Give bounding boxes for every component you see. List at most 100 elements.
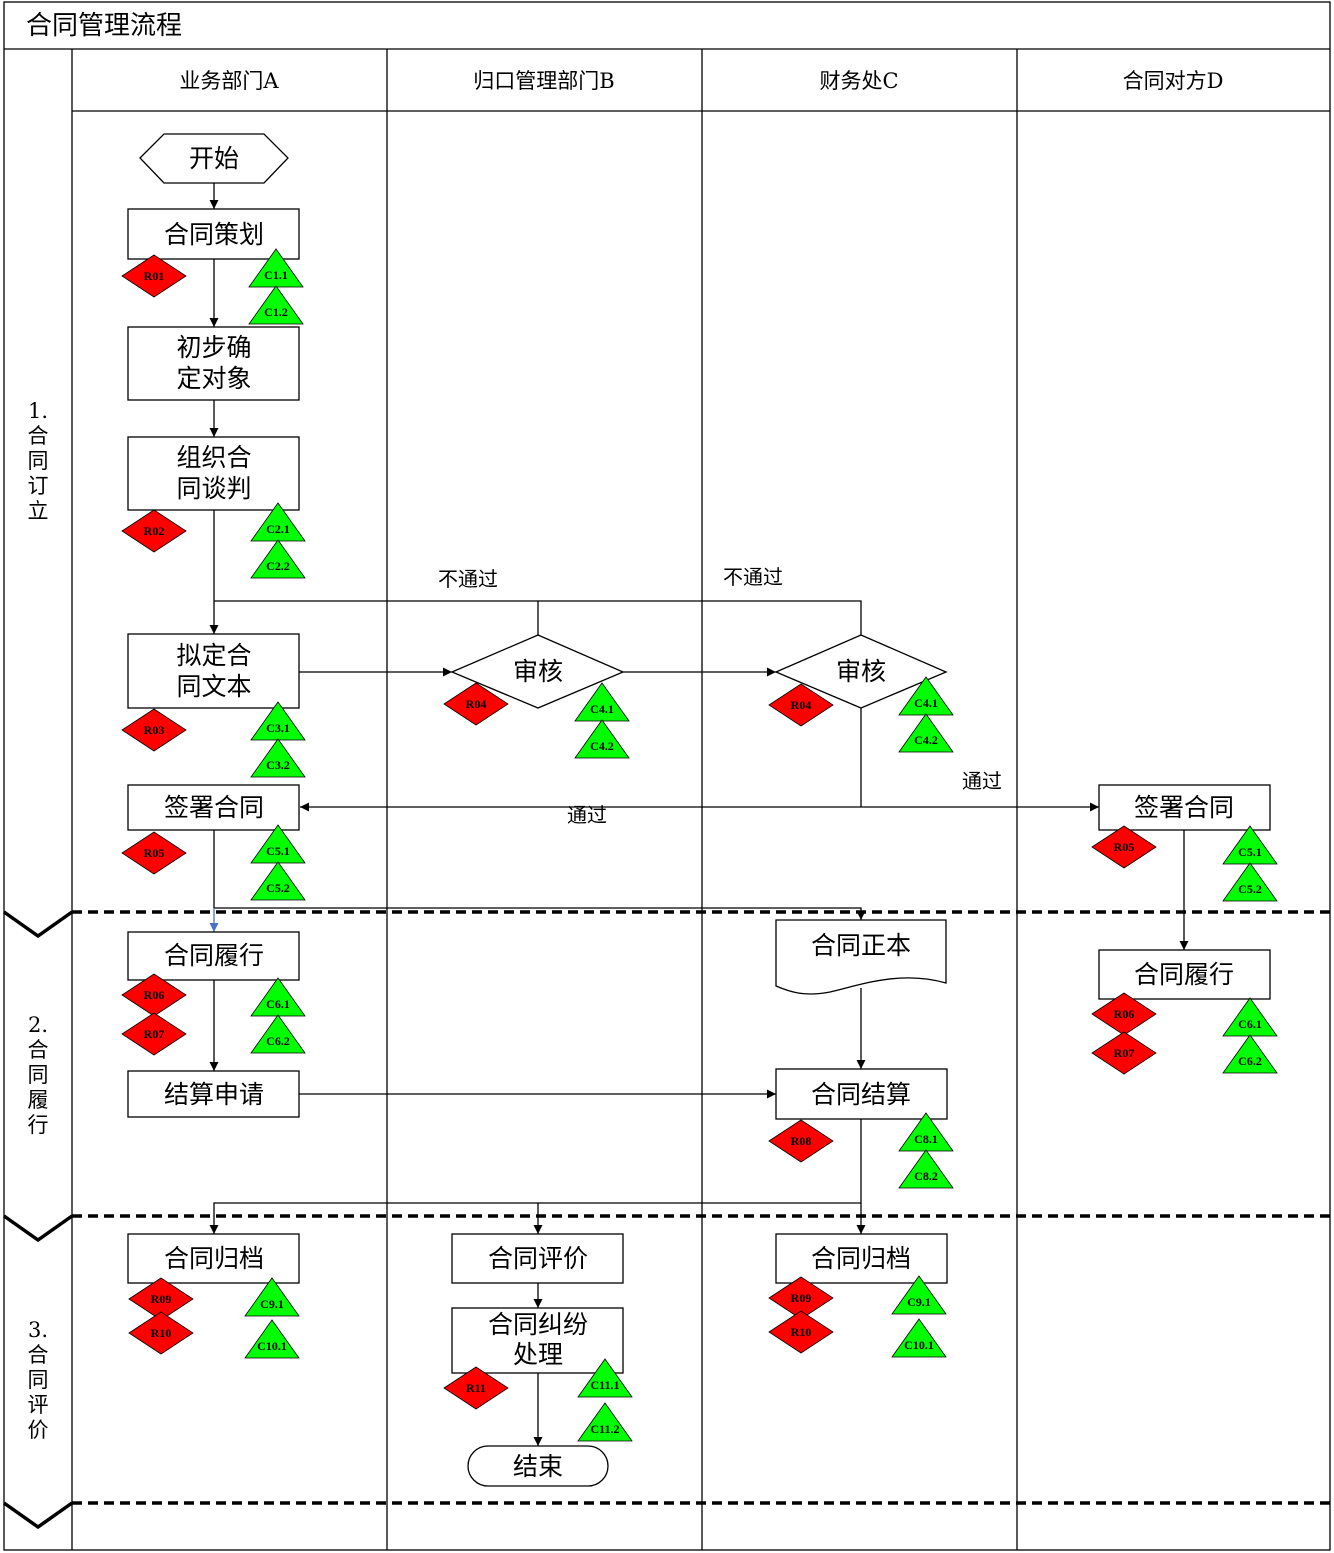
risk-marker-r-a-plan: R01 [121,254,187,298]
risk-marker-r-c-review: R04 [768,683,834,727]
control-triangle [574,719,630,759]
phase-label-performance: 2. 合 同 履 行 [28,1013,49,1137]
risk-diamond [1091,825,1157,869]
risk-label: R02 [144,524,165,538]
control-marker-c-d-perform-1: C6.1 [1222,997,1278,1037]
lane-header-finance-c: 财务处C [819,69,898,93]
node-a-select-label-1: 初步确 [176,333,251,362]
control-label: C8.2 [914,1169,938,1183]
control-marker-c-b-review-2: C4.2 [574,719,630,759]
control-triangle [1222,1034,1278,1074]
risk-marker-r-a-draft: R03 [121,708,187,752]
risk-marker-r-d-perform-2: R07 [1091,1031,1157,1075]
control-label: C8.1 [914,1132,938,1146]
node-c-archive [775,1233,948,1284]
risk-marker-r-d-perform-1: R06 [1091,992,1157,1036]
risk-marker-r-c-settle: R08 [768,1119,834,1163]
end-node [467,1445,609,1487]
node-a-negotiate-label-2: 同谈判 [176,474,251,503]
control-triangle [248,285,304,325]
phase-char: 合 [28,1038,49,1062]
node-a-draft-label-2: 同文本 [176,672,251,701]
risk-label: R03 [144,723,165,737]
node-a-select-label-2: 定对象 [176,364,251,393]
control-marker-c-a-sign-2: C5.2 [250,861,306,901]
risk-diamond [121,1012,187,1056]
control-triangle [244,1319,300,1359]
control-label: C4.1 [914,696,938,710]
phase-char: 订 [28,474,49,498]
control-label: C9.1 [907,1295,931,1309]
control-marker-c-a-archive-2: C10.1 [244,1319,300,1359]
phase-dividers [2,910,1330,1530]
control-triangle [898,713,954,753]
control-label: C2.1 [266,522,290,536]
risk-label: R04 [791,698,812,712]
risk-diamond [768,1276,834,1320]
risk-diamond [128,1277,194,1321]
node-b-evaluate-label: 合同评价 [488,1244,588,1273]
control-marker-c-a-draft-1: C3.1 [250,701,306,741]
control-label: C6.2 [1238,1054,1262,1068]
risk-label: R06 [144,988,165,1002]
control-triangle [898,1149,954,1189]
phase-char: 合 [28,424,49,448]
risk-diamond [121,973,187,1017]
node-c-review [774,634,948,709]
phase-char: 评 [28,1393,49,1417]
control-label: C5.1 [266,844,290,858]
control-triangle [891,1275,947,1315]
risk-label: R09 [791,1291,812,1305]
risk-marker-r-a-perform-2: R07 [121,1012,187,1056]
node-b-dispute-label-2: 处理 [513,1340,563,1369]
phase-number: 3. [28,1318,48,1342]
node-d-perform [1098,949,1271,1000]
node-b-review [450,634,625,709]
connectors [209,183,1189,1446]
control-triangle [1222,862,1278,902]
node-c-original-document [775,919,947,995]
control-marker-c-a-archive-1: C9.1 [244,1277,300,1317]
start-node [139,133,289,184]
control-label: C1.1 [264,268,288,282]
risk-diamond [768,1310,834,1354]
lane-header-counterparty-d: 合同对方D [1123,69,1224,93]
control-marker-c-b-dispute-2: C11.2 [577,1402,633,1442]
risk-label: R04 [466,697,487,711]
node-a-plan [127,208,300,260]
risk-marker-r-c-archive-1: R09 [768,1276,834,1320]
control-triangle [250,539,306,579]
node-a-archive-label: 合同归档 [164,1244,264,1273]
control-marker-c-a-perform-2: C6.2 [250,1014,306,1054]
control-label: C6.1 [266,997,290,1011]
edge-settle-to-a-archive [209,1202,861,1234]
control-triangle [250,861,306,901]
risk-marker-r-b-dispute: R11 [443,1366,509,1410]
node-d-sign [1098,784,1271,831]
risk-diamond [1091,1031,1157,1075]
control-triangle [577,1402,633,1442]
swimlane-grid [3,1,1331,1551]
lane-header-management-b: 归口管理部门B [473,69,614,93]
node-a-archive [127,1233,300,1284]
node-c-settle-label: 合同结算 [811,1080,911,1109]
edge-label-reject-c: 不通过 [723,565,783,589]
risk-label: R08 [791,1134,812,1148]
control-marker-c-c-archive-2: C10.1 [891,1318,947,1358]
control-label: C5.2 [1238,882,1262,896]
lane-header-business-a: 业务部门A [179,69,279,93]
node-b-dispute-label-1: 合同纠纷 [488,1310,588,1339]
control-marker-c-a-plan-2: C1.2 [248,285,304,325]
control-label: C10.1 [904,1338,934,1352]
control-marker-c-a-sign-1: C5.1 [250,824,306,864]
control-label: C4.1 [590,702,614,716]
control-label: C5.2 [266,881,290,895]
node-a-perform-label: 合同履行 [164,941,264,970]
control-marker-c-d-sign-2: C5.2 [1222,862,1278,902]
edge-label-reject-b: 不通过 [438,567,498,591]
node-c-original-label: 合同正本 [811,931,911,960]
phase-number: 1. [28,399,48,423]
risk-marker-r-a-archive-1: R09 [128,1277,194,1321]
nodes [127,133,1271,1487]
